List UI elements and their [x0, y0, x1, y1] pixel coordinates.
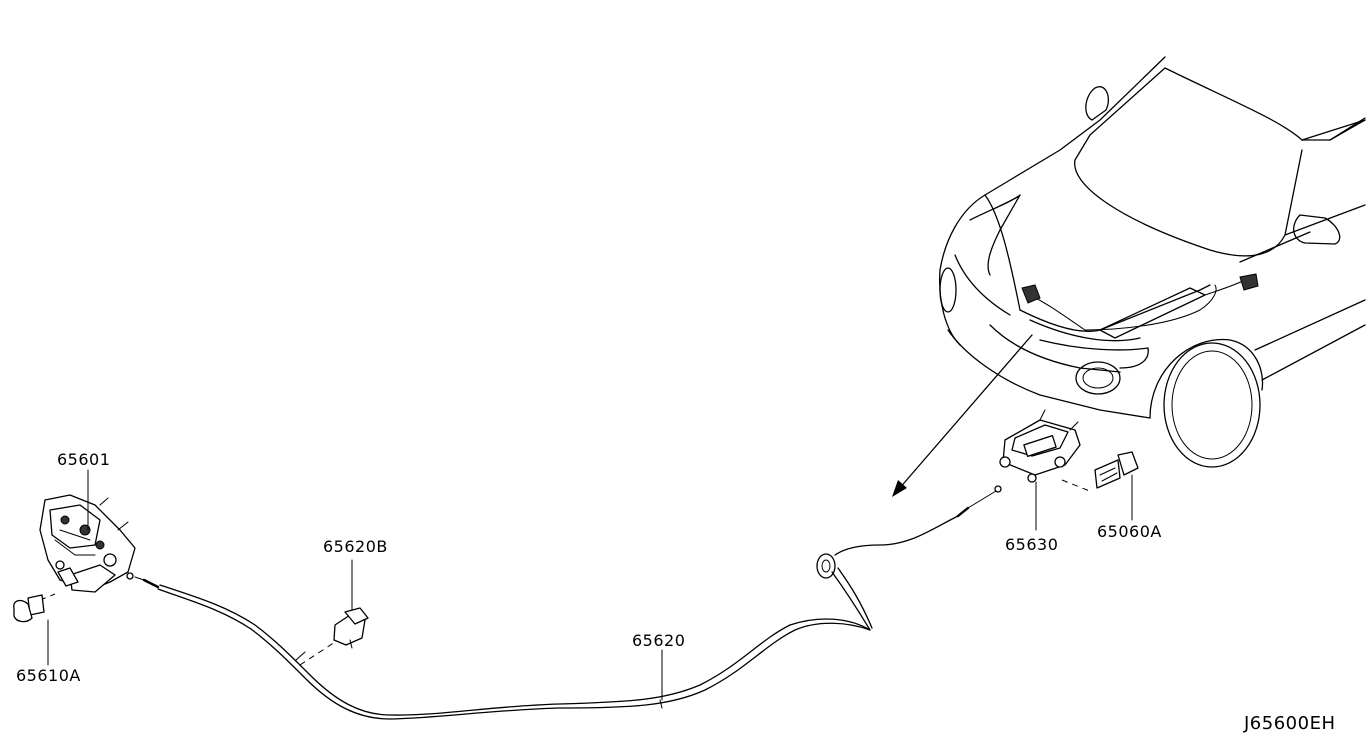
- label-65060A: 65060A: [1097, 522, 1162, 541]
- direction-arrow: [892, 334, 1033, 497]
- label-65620: 65620: [632, 631, 685, 650]
- label-65620B: 65620B: [323, 537, 388, 556]
- bolt-65060A: [1061, 451, 1139, 493]
- reference-code: J65600EH: [1243, 713, 1335, 734]
- label-65601: 65601: [57, 450, 110, 469]
- label-65610A: 65610A: [16, 666, 81, 685]
- clip-65620B: [299, 607, 369, 666]
- hood-latch-65601: [39, 494, 136, 593]
- bolt-65610A: [13, 593, 56, 623]
- vehicle-outline: [939, 56, 1366, 468]
- cable-65620: [126, 485, 1002, 720]
- label-65630: 65630: [1005, 535, 1058, 554]
- hood-lock-65630: [999, 409, 1081, 483]
